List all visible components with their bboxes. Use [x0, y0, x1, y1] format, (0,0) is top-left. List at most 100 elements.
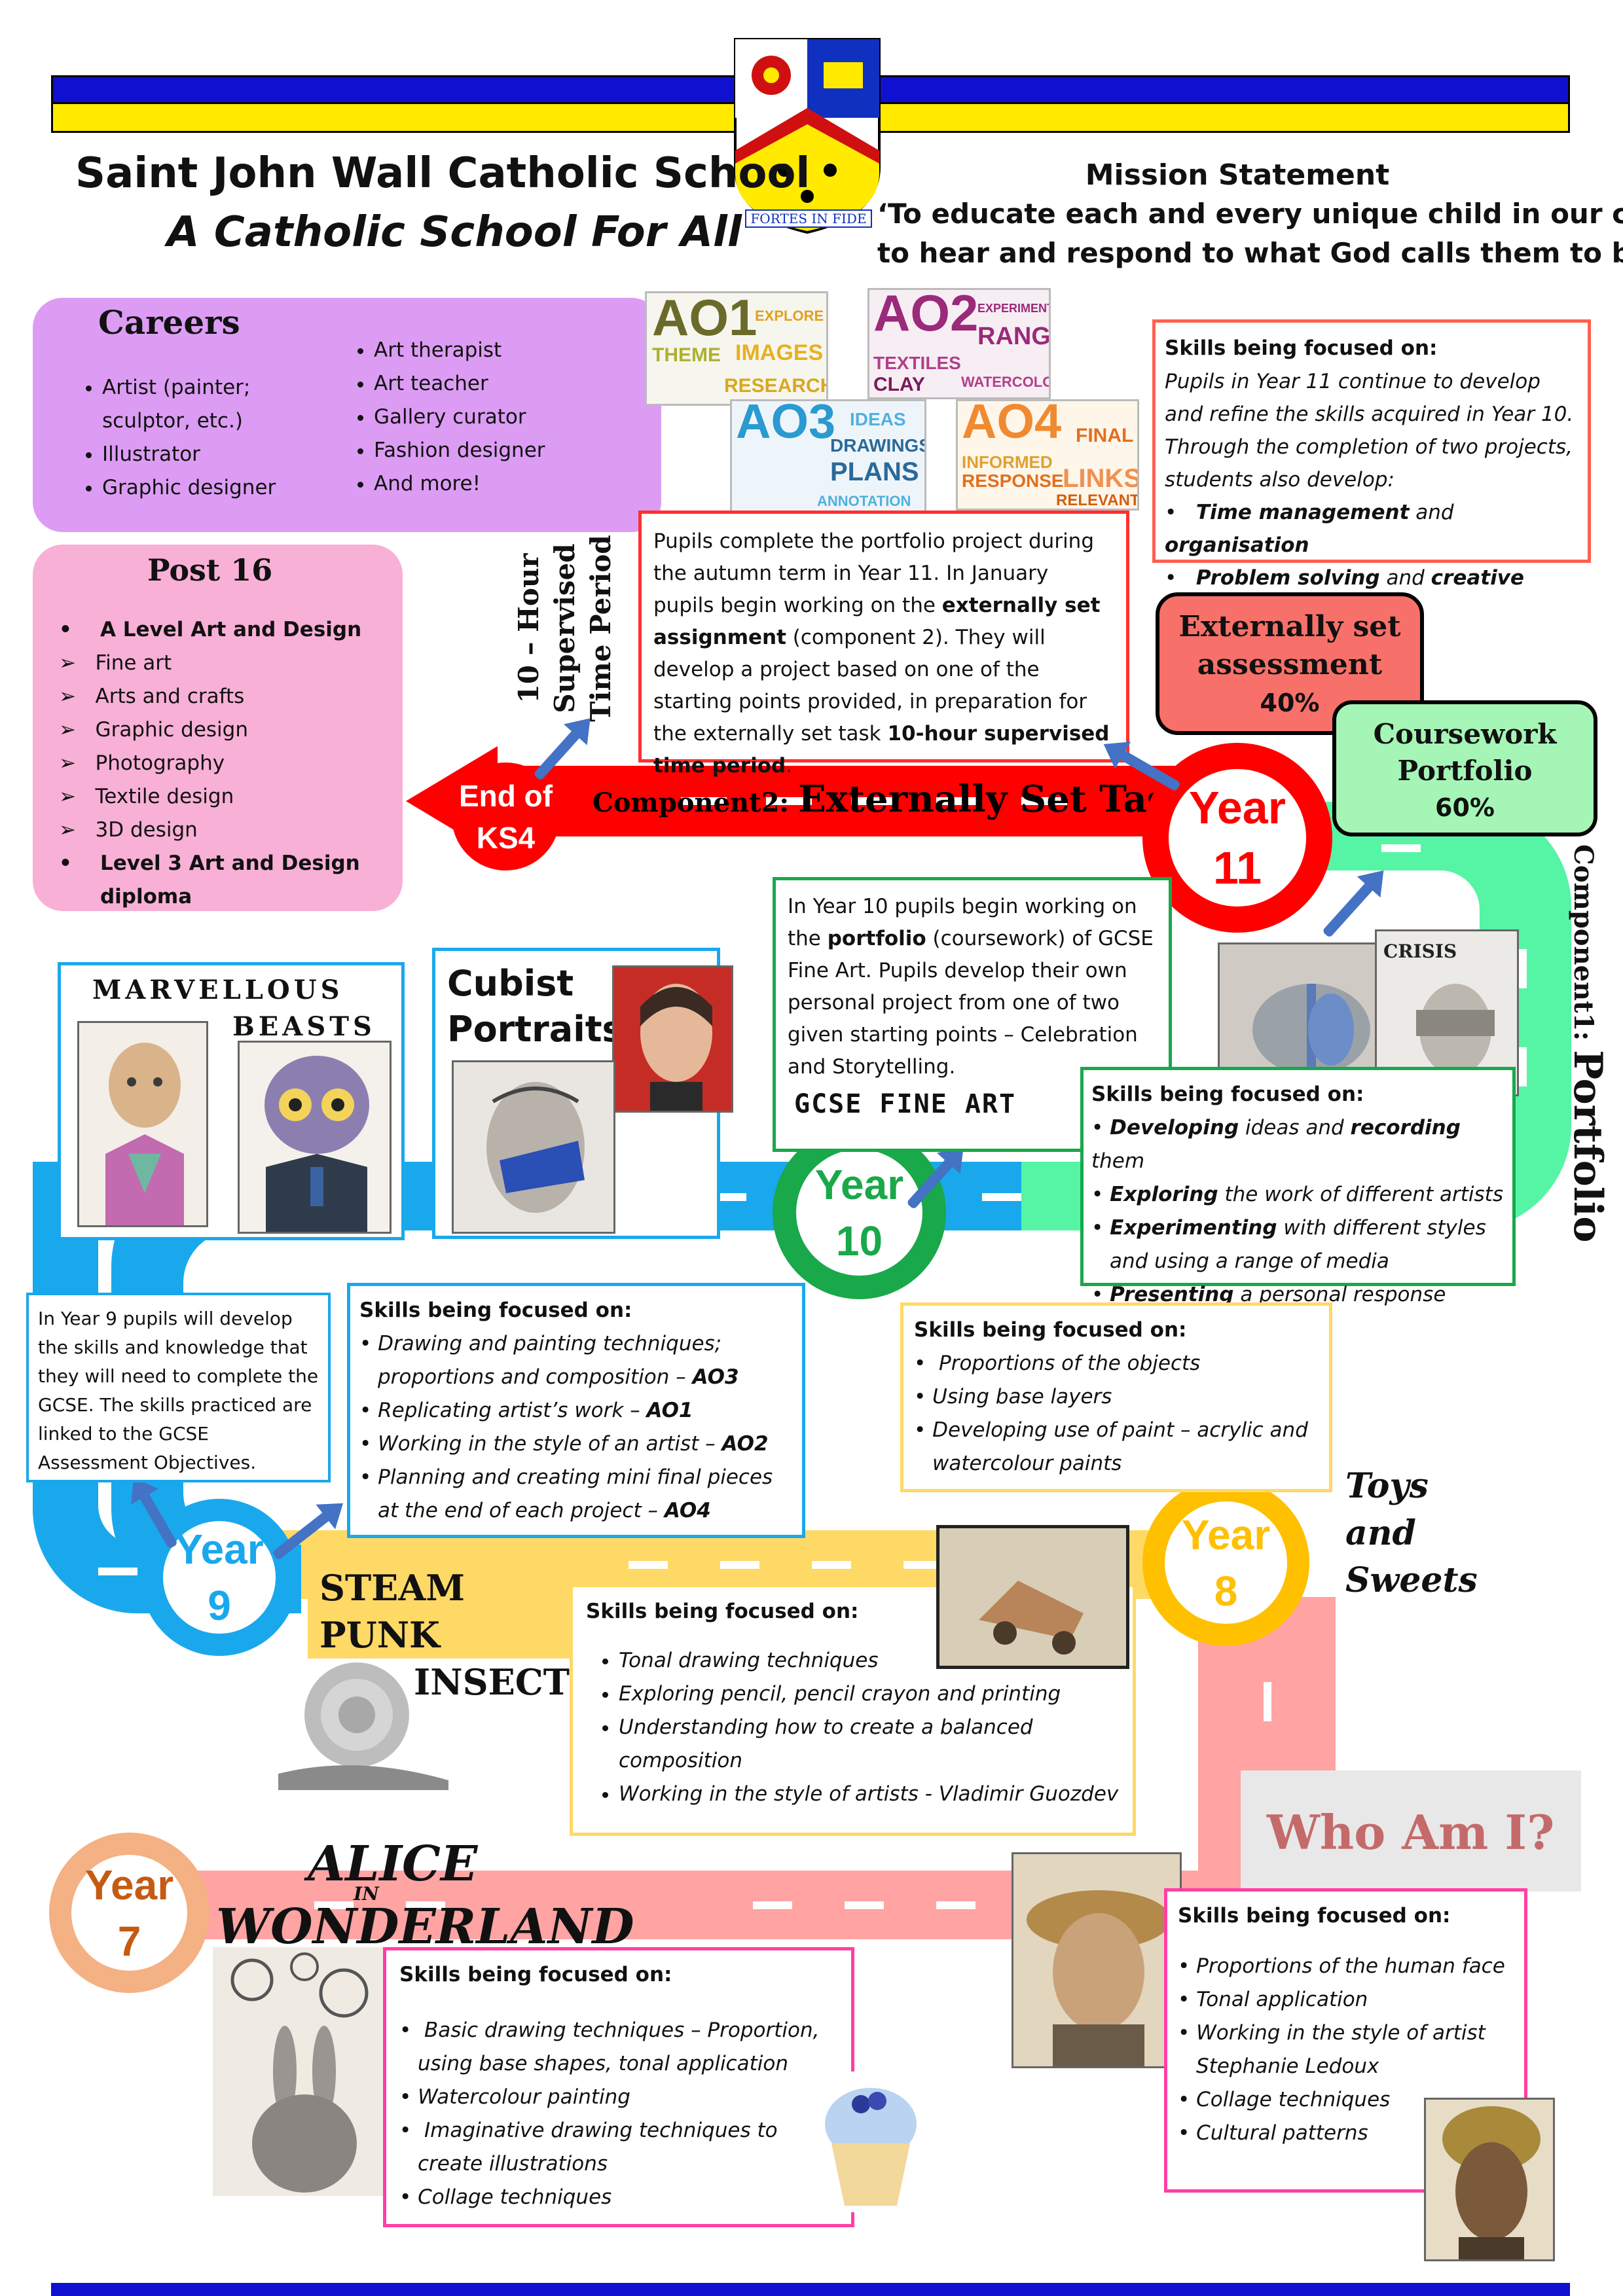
post16-sub: Arts and crafts [95, 685, 245, 708]
mission-line-1: ‘To educate each and every unique child … [877, 198, 1623, 230]
year-8-badge: Year 8 [1142, 1479, 1309, 1646]
skills-title: Skills being focused on: [586, 1600, 859, 1623]
skill-ao: AO4 [664, 1499, 711, 1522]
post16-sub: Fine art [95, 651, 172, 675]
ao4-tile: AO4 FINAL INFORMED RESPONSE LINKS RELEVA… [956, 399, 1139, 511]
skill-item: • Basic drawing techniques – Proportion,… [399, 2018, 820, 2075]
skill-ao: AO2 [721, 1432, 769, 1456]
skill-item: • Collage techniques [399, 2185, 612, 2209]
supervised-line: 10 – Hour [513, 553, 545, 704]
gcse-fine-art-label: GCSE FINE ART [773, 1086, 1087, 1152]
skill-text: Proportions of the human face [1196, 1954, 1505, 1978]
skill-text: and [1409, 501, 1454, 524]
careers-item: And more! [374, 467, 675, 501]
post16-sub: 3D design [95, 818, 198, 842]
careers-list-1: Artist (painter; sculptor, etc.) Illustr… [72, 371, 325, 505]
skill-text: Basic drawing techniques – Proportion, u… [418, 2018, 820, 2075]
skill-text: Collage techniques [1196, 2088, 1391, 2111]
ao-word: RESPONSE [962, 471, 1064, 491]
supervised-line: Time Period [585, 535, 617, 722]
skill-bold: Time management [1195, 501, 1410, 524]
track-y10 [1021, 802, 1571, 1230]
ao-word: ANNOTATION [817, 493, 911, 509]
owl-artwork [238, 1041, 392, 1234]
alice-line: IN [354, 1883, 379, 1905]
y11-intro: Pupils in Year 11 continue to develop an… [1165, 370, 1574, 492]
ao2-code: AO2 [873, 288, 979, 342]
snail-artwork [259, 1643, 455, 1800]
cubist-title-2: Portraits [447, 1009, 623, 1050]
year-word: Year [1181, 1511, 1271, 1558]
school-crest: FORTES IN FIDE [732, 36, 883, 239]
skill-text: Planning and creating mini final pieces … [378, 1465, 773, 1522]
y10-bold: portfolio [827, 927, 926, 950]
ao-word: IMAGES [735, 340, 824, 365]
post16-sub: Photography [95, 751, 225, 775]
ao3-tile: AO3 IDEAS DRAWINGS PLANS ANNOTATION [730, 399, 926, 514]
skill-item: • Proportions of the human face [1178, 1954, 1505, 1978]
skill-text: Developing use of paint – acrylic and wa… [932, 1418, 1308, 1475]
marvellous-title-1: MARVELLOUS [92, 975, 344, 1005]
y9-text: In Year 9 pupils will develop the skills… [38, 1308, 319, 1473]
toys-line: and [1345, 1513, 1416, 1553]
steam-punk-title: STEAM PUNK INSECTS [308, 1564, 595, 1706]
skills-title: Skills being focused on: [1165, 336, 1438, 360]
skill-item: • Drawing and painting techniques; propo… [359, 1332, 739, 1389]
alice-line: ALICE [308, 1836, 478, 1892]
ks4-text: (component 2). They will develop a proje… [653, 626, 1087, 745]
skill-item: • Watercolour painting [399, 2085, 630, 2109]
y11-skills-box: Skills being focused on: Pupils in Year … [1152, 319, 1591, 622]
mission-line-2: to hear and respond to what God calls th… [877, 237, 1623, 269]
skill-item: Working in the style of artists - Vladim… [619, 1778, 1120, 1811]
skill-text: Replicating artist’s work – [378, 1399, 647, 1422]
ao-word: THEME [652, 344, 721, 366]
end-ks4-line: KS4 [476, 820, 536, 855]
skills-title: Skills being focused on: [1091, 1083, 1364, 1106]
skill-item: • Developing use of paint – acrylic and … [914, 1418, 1308, 1475]
rabbit-clocks-artwork [213, 1947, 396, 2196]
post16-main: Level 3 Art and Design diploma [100, 852, 360, 908]
ks4-text: . [786, 754, 793, 778]
year-word: Year [814, 1160, 904, 1208]
ao-word: WATERCOLOUR [961, 374, 1049, 390]
skill-text: Tonal application [1196, 1988, 1368, 2011]
skill-item: • Collage techniques [1178, 2088, 1391, 2111]
steam-line: STEAM PUNK [319, 1567, 465, 1656]
careers-item: Gallery curator [374, 401, 675, 434]
y7-skills-box: Skills being focused on: • Basic drawing… [383, 1947, 854, 2227]
ao-word: TEXTILES [873, 353, 961, 373]
careers-list-2: Art therapist Art teacher Gallery curato… [344, 334, 675, 501]
year-number: 8 [1214, 1567, 1238, 1615]
alice-wonderland-title: ALICE IN WONDERLAND [216, 1836, 634, 1967]
skill-text: with different styles and using a range … [1110, 1216, 1486, 1273]
year-number: 11 [1213, 842, 1262, 893]
headwrap-artwork [1424, 2098, 1555, 2261]
skill-item: • Experimenting with different styles an… [1091, 1216, 1486, 1273]
careers-panel: Careers Artist (painter; sculptor, etc.)… [33, 298, 661, 532]
ao-word: RESEARCH [724, 375, 828, 397]
toys-sweets-title: Toys and Sweets [1345, 1463, 1478, 1604]
skill-text: and [1379, 566, 1431, 590]
skill-text: ideas and [1239, 1116, 1351, 1139]
y9-skills-box: Skills being focused on: • Drawing and p… [347, 1283, 805, 1538]
ao-word: FINAL [1076, 425, 1134, 446]
ao-word: EXPERIMENT [977, 302, 1051, 315]
ks4-bold: externally set assignment [653, 594, 1101, 649]
skill-item: • Developing ideas and recording them [1091, 1116, 1461, 1173]
cubist-title-1: Cubist [447, 963, 574, 1004]
ao-word: EXPLORE [755, 308, 824, 324]
cubist-red-portrait [612, 965, 733, 1113]
skill-text: Cultural patterns [1196, 2121, 1368, 2145]
ks4-bold: 10-hour supervised time period [653, 722, 1110, 778]
skills-title: Skills being focused on: [914, 1318, 1187, 1342]
skill-item: • Working in the style of an artist – AO… [359, 1432, 769, 1456]
ks4-text: Pupils complete the portfolio project du… [653, 529, 1095, 617]
boy-hat-artwork [1012, 1852, 1182, 2068]
crest-motto: FORTES IN FIDE [745, 209, 872, 228]
skills-title: Skills being focused on: [399, 1963, 672, 1986]
skill-text: Proportions of the objects [939, 1352, 1201, 1375]
school-name: Saint John Wall Catholic School [75, 149, 811, 198]
ao-word: INFORMED [962, 452, 1053, 472]
skill-item: Exploring pencil, pencil crayon and prin… [619, 1677, 1120, 1711]
skill-text: Using base layers [932, 1385, 1112, 1408]
